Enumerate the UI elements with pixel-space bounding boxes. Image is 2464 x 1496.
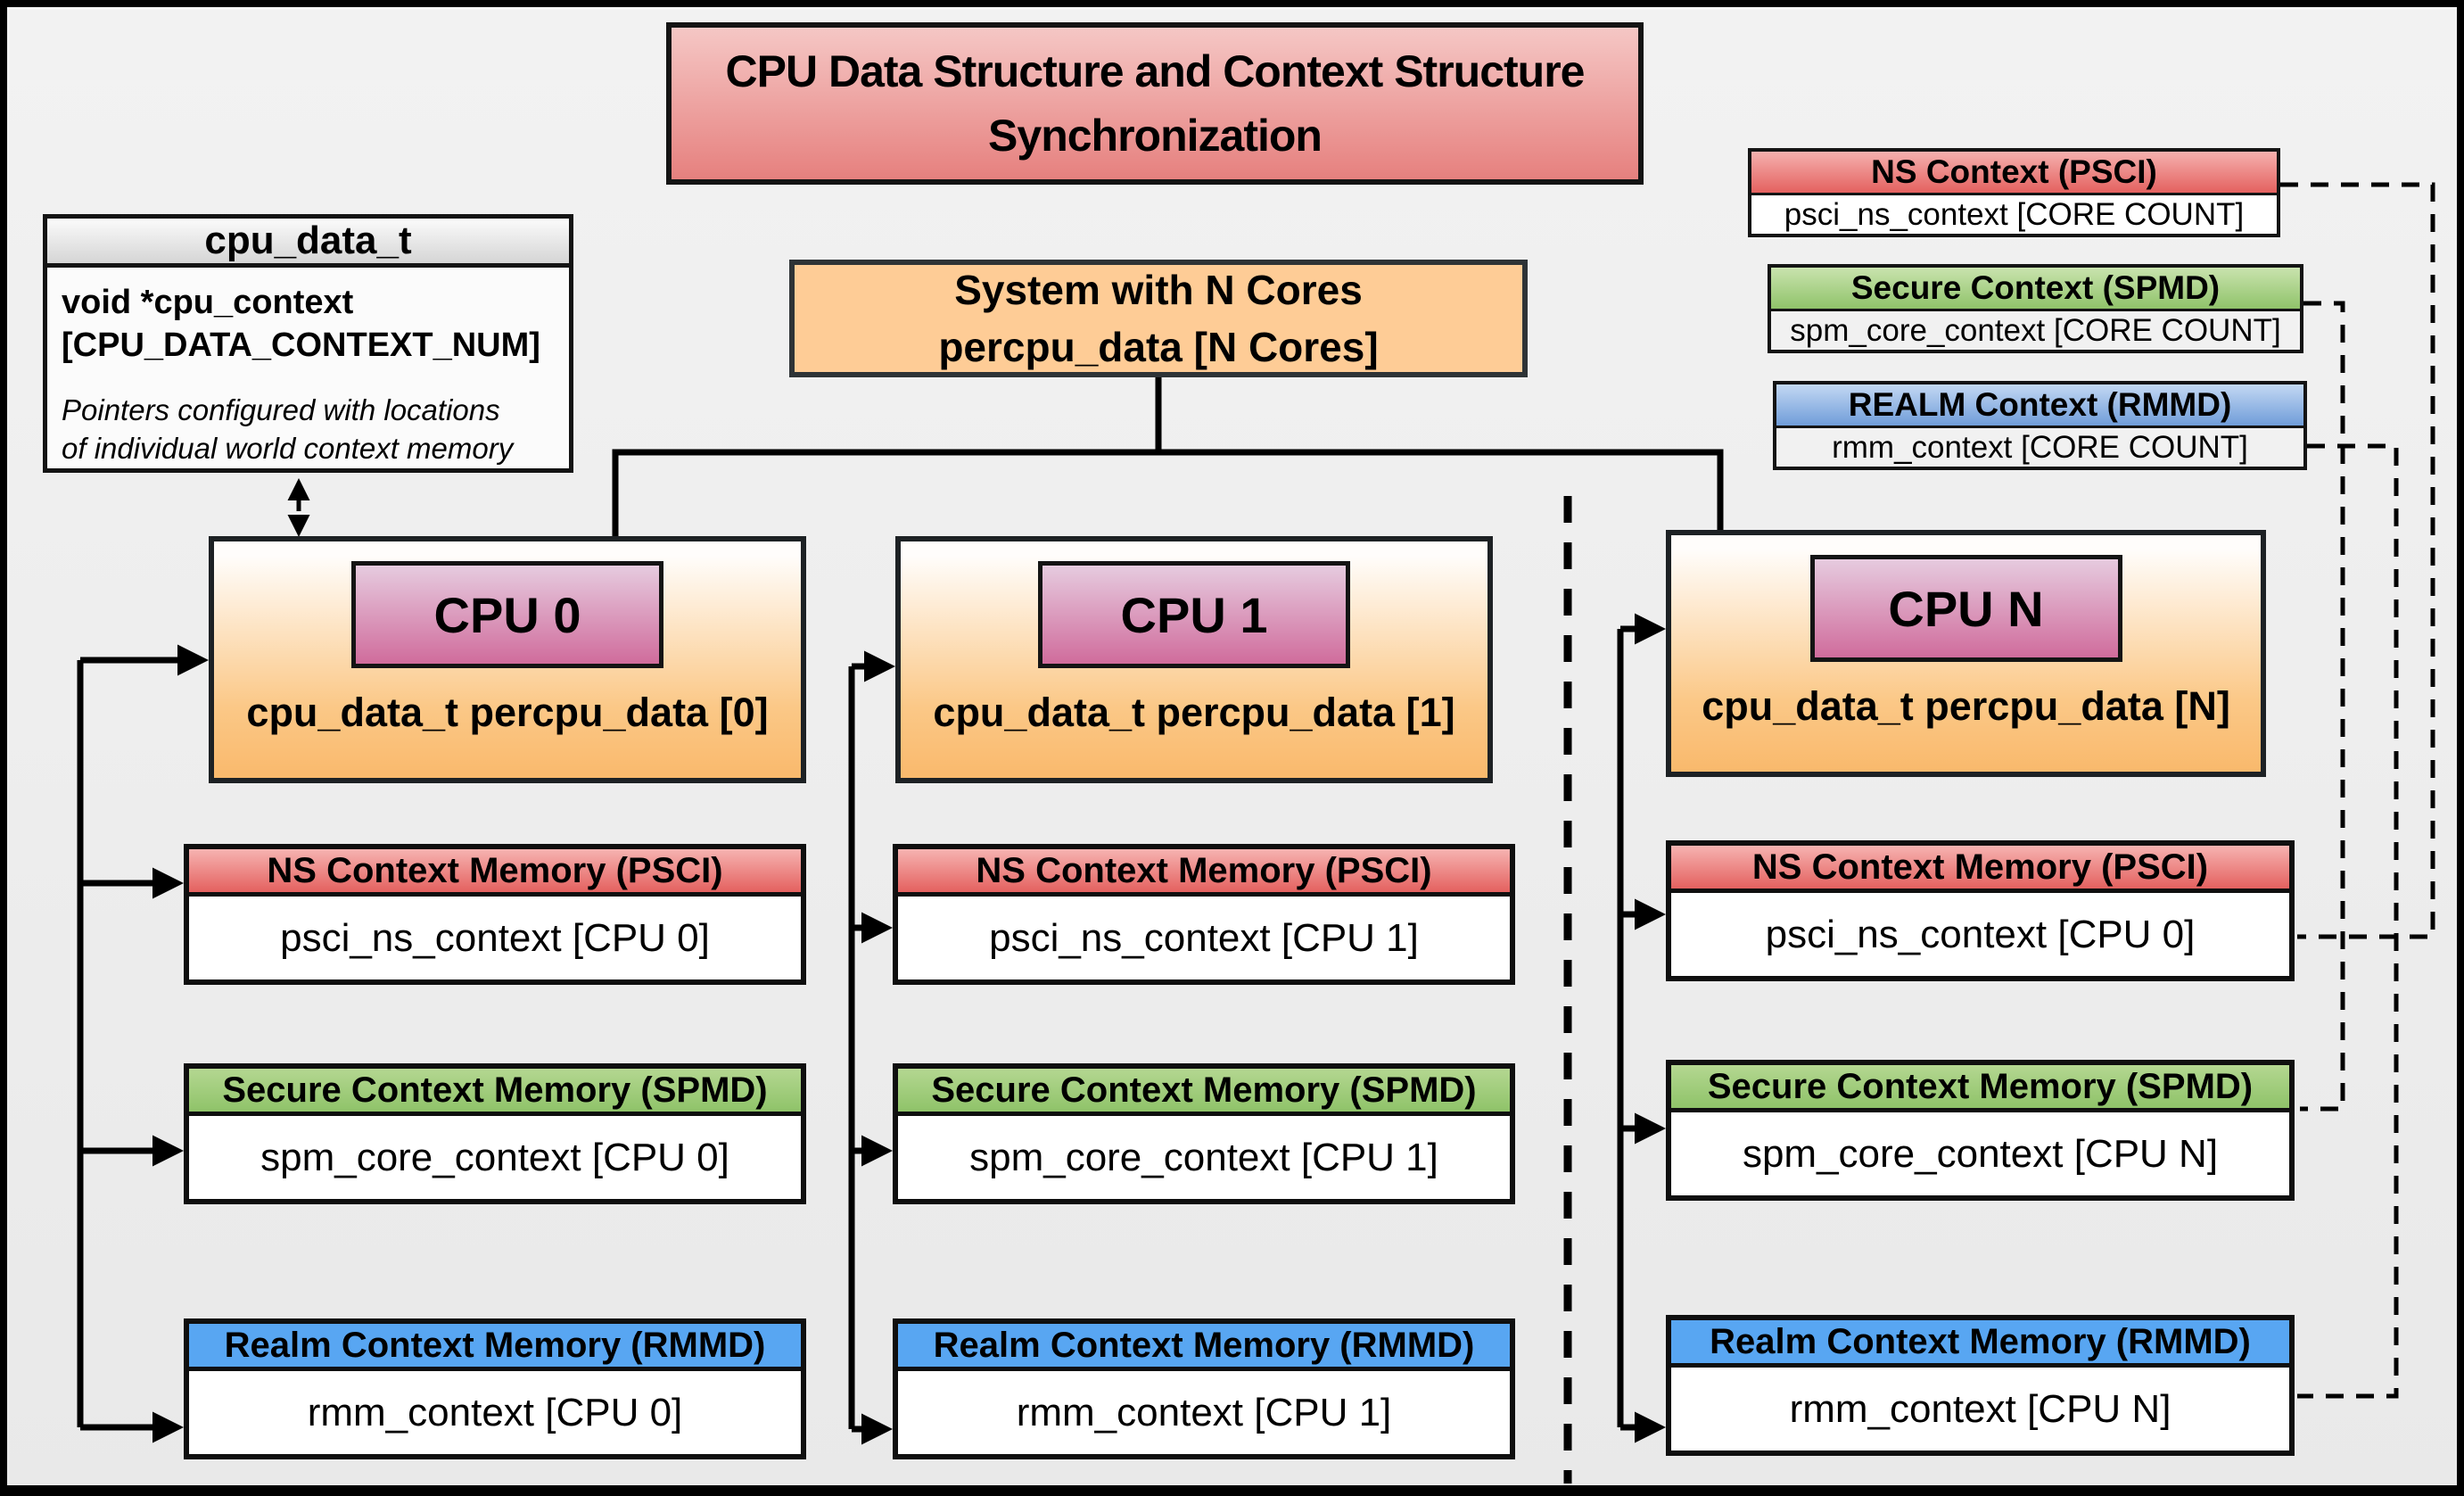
cpun-realm-memory-body: rmm_context [CPU N] bbox=[1789, 1386, 2171, 1431]
cpu0-secure-memory-body: spm_core_context [CPU 0] bbox=[260, 1135, 729, 1179]
system-box-line2: percpu_data [N Cores] bbox=[938, 324, 1379, 370]
cpu1-realm-memory-box: Realm Context Memory (RMMD) rmm_context … bbox=[893, 1318, 1515, 1459]
diagram-title-line1: CPU Data Structure and Context Structure bbox=[725, 45, 1586, 96]
cpu-data-t-header: cpu_data_t bbox=[47, 219, 569, 268]
ns-legend-dashed-link bbox=[2280, 182, 2435, 939]
cpu1-secure-memory-body: spm_core_context [CPU 1] bbox=[969, 1135, 1438, 1179]
cpu0-realm-memory-header: Realm Context Memory (RMMD) bbox=[189, 1324, 801, 1371]
cpu-context-declaration-line1: void *cpu_context bbox=[62, 284, 354, 321]
cpun-secure-memory-header: Secure Context Memory (SPMD) bbox=[1671, 1065, 2289, 1112]
legend-ns-header: NS Context (PSCI) bbox=[1751, 152, 2277, 195]
legend-realm-body: rmm_context [CORE COUNT] bbox=[1776, 428, 2303, 467]
legend-ns-context: NS Context (PSCI) psci_ns_context [CORE … bbox=[1748, 148, 2280, 237]
legend-secure-header: Secure Context (SPMD) bbox=[1771, 268, 2300, 311]
diagram-title-line2: Synchronization bbox=[988, 111, 1323, 161]
legend-ns-body: psci_ns_context [CORE COUNT] bbox=[1751, 195, 2277, 234]
cpu1-label: CPU 1 bbox=[1120, 586, 1268, 643]
cpu1-ns-memory-box: NS Context Memory (PSCI) psci_ns_context… bbox=[893, 844, 1515, 985]
cpun-realm-memory-header: Realm Context Memory (RMMD) bbox=[1671, 1320, 2289, 1368]
cpu1-label-box: CPU 1 bbox=[1038, 561, 1350, 668]
legend-secure-context: Secure Context (SPMD) spm_core_context [… bbox=[1768, 264, 2303, 353]
cpun-ns-memory-header: NS Context Memory (PSCI) bbox=[1671, 846, 2289, 893]
pointer-note-line2: of individual world context memory bbox=[62, 432, 514, 466]
cpu1-percpu-data-text: cpu_data_t percpu_data [1] bbox=[933, 690, 1455, 735]
cpu1-box: CPU 1 cpu_data_t percpu_data [1] bbox=[895, 536, 1493, 783]
cpu-data-t-box: cpu_data_t void *cpu_context [CPU_DATA_C… bbox=[43, 214, 573, 473]
cpun-label-box: CPU N bbox=[1809, 555, 2122, 662]
legend-secure-body: spm_core_context [CORE COUNT] bbox=[1771, 311, 2300, 350]
legend-realm-context: REALM Context (RMMD) rmm_context [CORE C… bbox=[1773, 381, 2307, 470]
cpu0-ns-memory-body: psci_ns_context [CPU 0] bbox=[280, 915, 710, 960]
cpu0-label-box: CPU 0 bbox=[351, 561, 663, 668]
system-box: System with N Cores percpu_data [N Cores… bbox=[789, 260, 1528, 377]
cpun-box: CPU N cpu_data_t percpu_data [N] bbox=[1666, 530, 2266, 777]
cpu0-secure-memory-header: Secure Context Memory (SPMD) bbox=[189, 1069, 801, 1116]
diagram-title: CPU Data Structure and Context Structure… bbox=[666, 22, 1644, 185]
realm-legend-dashed-link bbox=[2297, 443, 2399, 1399]
cpu1-ns-memory-body: psci_ns_context [CPU 1] bbox=[989, 915, 1419, 960]
cpu1-secure-memory-box: Secure Context Memory (SPMD) spm_core_co… bbox=[893, 1063, 1515, 1204]
cpu0-label: CPU 0 bbox=[433, 586, 581, 643]
cpu0-realm-memory-body: rmm_context [CPU 0] bbox=[307, 1390, 683, 1434]
cpu-data-t-body: void *cpu_context [CPU_DATA_CONTEXT_NUM]… bbox=[47, 268, 569, 468]
system-box-line1: System with N Cores bbox=[954, 266, 1363, 313]
pointer-note-line1: Pointers configured with locations bbox=[62, 393, 500, 426]
cpun-secure-memory-body: spm_core_context [CPU N] bbox=[1742, 1131, 2219, 1176]
cpu0-box: CPU 0 cpu_data_t percpu_data [0] bbox=[209, 536, 806, 783]
cpu0-ns-memory-header: NS Context Memory (PSCI) bbox=[189, 849, 801, 897]
legend-realm-header: REALM Context (RMMD) bbox=[1776, 384, 2303, 428]
cpu0-ns-memory-box: NS Context Memory (PSCI) psci_ns_context… bbox=[184, 844, 806, 985]
cpu1-realm-memory-body: rmm_context [CPU 1] bbox=[1016, 1390, 1392, 1434]
cpu1-realm-memory-header: Realm Context Memory (RMMD) bbox=[898, 1324, 1510, 1371]
cpun-label: CPU N bbox=[1888, 580, 2044, 637]
cpun-percpu-data-text: cpu_data_t percpu_data [N] bbox=[1702, 683, 2230, 729]
cpun-realm-memory-box: Realm Context Memory (RMMD) rmm_context … bbox=[1666, 1315, 2295, 1456]
secure-legend-dashed-link bbox=[2300, 301, 2345, 1112]
cpun-secure-memory-box: Secure Context Memory (SPMD) spm_core_co… bbox=[1666, 1060, 2295, 1201]
cpu0-secure-memory-box: Secure Context Memory (SPMD) spm_core_co… bbox=[184, 1063, 806, 1204]
branch-bar-line bbox=[612, 449, 1724, 536]
cpun-ns-memory-body: psci_ns_context [CPU 0] bbox=[1765, 912, 2196, 956]
cpun-ns-memory-box: NS Context Memory (PSCI) psci_ns_context… bbox=[1666, 840, 2295, 981]
cpu1-secure-memory-header: Secure Context Memory (SPMD) bbox=[898, 1069, 1510, 1116]
cpu0-realm-memory-box: Realm Context Memory (RMMD) rmm_context … bbox=[184, 1318, 806, 1459]
cpu1-ns-memory-header: NS Context Memory (PSCI) bbox=[898, 849, 1510, 897]
cpu0-percpu-data-text: cpu_data_t percpu_data [0] bbox=[246, 690, 769, 735]
cpu-context-declaration-line2: [CPU_DATA_CONTEXT_NUM] bbox=[62, 326, 540, 364]
